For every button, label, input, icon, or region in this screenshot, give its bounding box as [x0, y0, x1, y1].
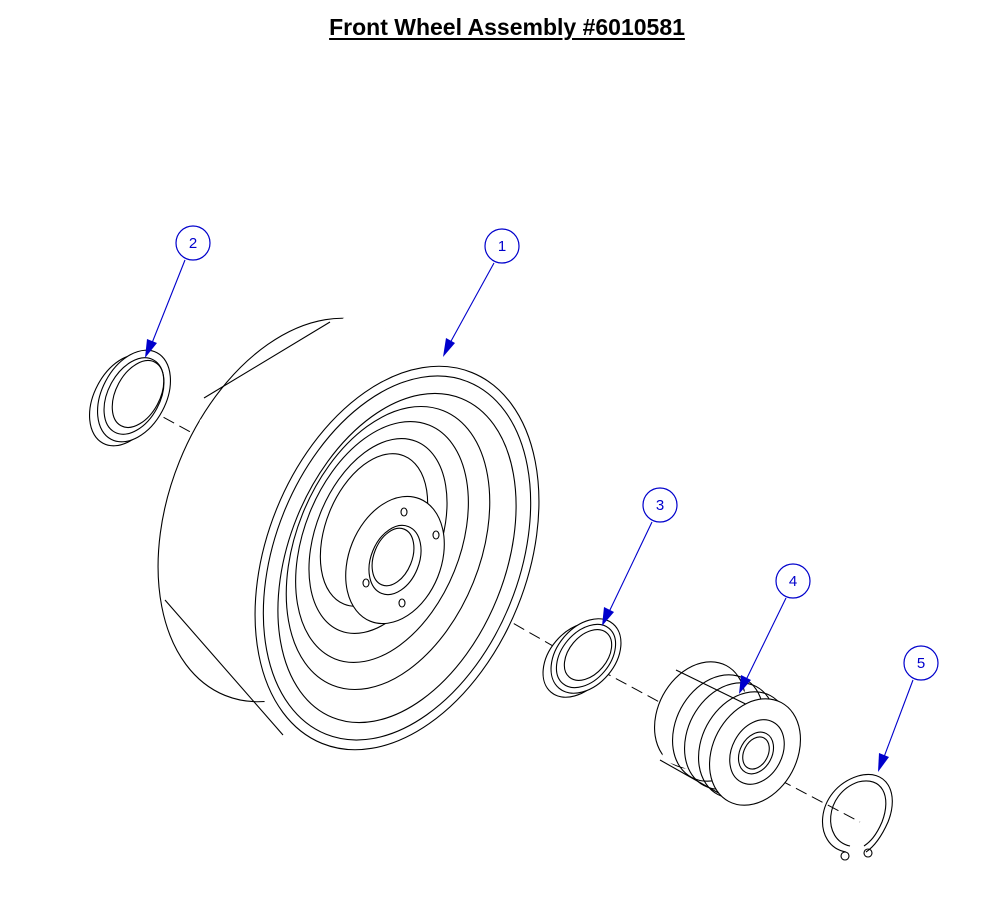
callout-3: 3: [602, 487, 678, 626]
bearing-part: [653, 661, 802, 806]
callout-5-balloon: [903, 645, 939, 681]
page-title: Front Wheel Assembly #6010581: [329, 14, 685, 40]
callout-3-balloon: [642, 487, 678, 523]
callout-4-balloon: [775, 563, 811, 599]
callout-1-label: 1: [498, 238, 506, 255]
callout-1: 1: [443, 228, 520, 357]
callout-2-balloon: [175, 225, 211, 261]
callout-5-label: 5: [917, 655, 925, 672]
callout-1-leader: [449, 262, 495, 344]
callout-4-label: 4: [789, 573, 797, 590]
callout-4: 4: [739, 563, 811, 694]
callout-balloons: 1 2 3 4 5: [145, 225, 939, 772]
wheel-part: [157, 310, 540, 751]
callout-1-arrow: [443, 338, 455, 357]
callout-5: 5: [878, 645, 939, 772]
callout-4-arrow: [739, 675, 751, 694]
retaining-ring-part: [822, 773, 893, 861]
callout-2-leader: [151, 259, 186, 344]
callout-3-arrow: [602, 607, 614, 626]
callout-2: 2: [145, 225, 211, 358]
callout-3-label: 3: [656, 497, 664, 514]
callout-5-arrow: [878, 753, 889, 772]
bearing-seal-part: [542, 618, 622, 698]
callout-2-label: 2: [189, 235, 197, 252]
callout-4-leader: [745, 597, 787, 681]
callout-2-arrow: [145, 339, 157, 358]
seal-ring-part: [89, 349, 171, 447]
callout-5-leader: [883, 679, 914, 758]
callout-1-balloon: [484, 228, 520, 264]
callout-3-leader: [608, 521, 653, 613]
